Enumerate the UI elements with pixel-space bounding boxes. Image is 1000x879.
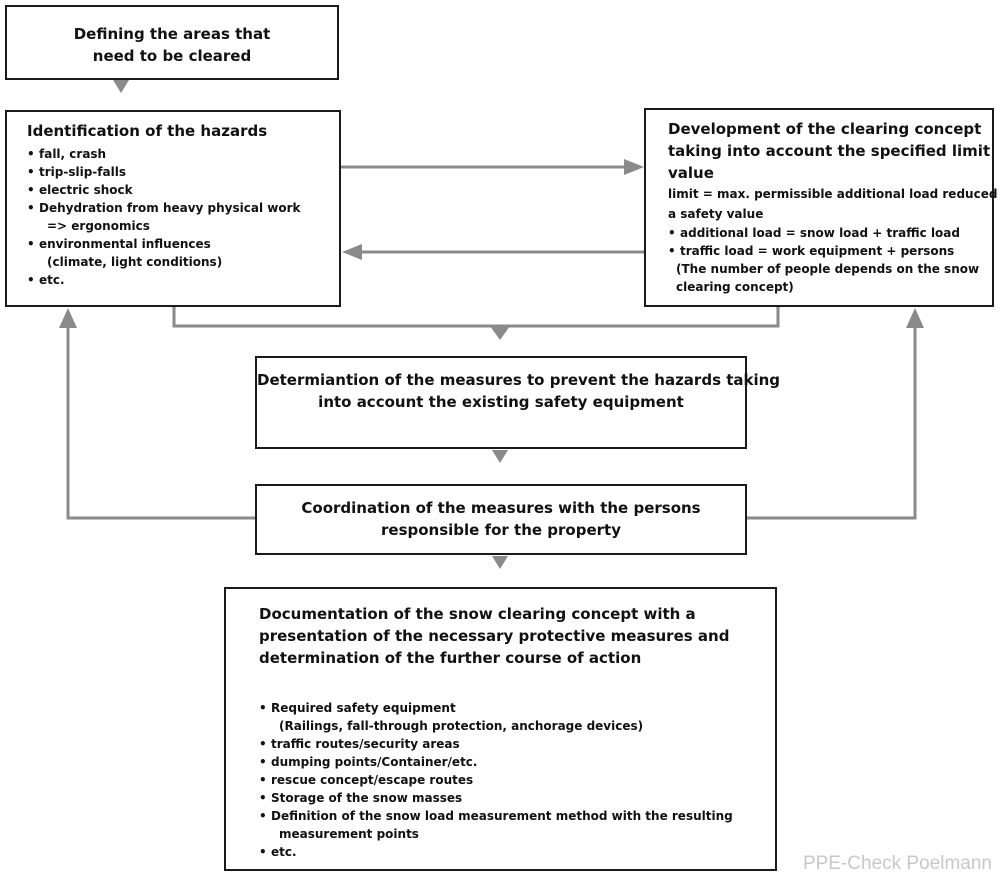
bullet-icon: • [27,147,35,161]
list-item: • Dehydration from heavy physical work [27,199,339,217]
list-item: (The number of people depends on the sno… [668,260,992,278]
bullet-icon: • [27,273,35,287]
list-item-text: rescue concept/escape routes [271,773,474,787]
arrowhead-to-concept [624,159,644,175]
documentation-title-line-3: determination of the further course of a… [259,649,642,667]
list-item-text: etc. [271,845,297,859]
concept-title-line-1: Development of the clearing concept [668,120,982,138]
list-item: • traffic load = work equipment + persons [668,242,992,260]
list-item: • fall, crash [27,145,339,163]
bullet-icon: • [668,244,676,258]
concept-title-line-3: value [668,164,714,182]
list-item-text: (climate, light conditions) [47,255,223,269]
list-item: • rescue concept/escape routes [259,771,775,789]
list-item-text: => ergonomics [47,219,150,233]
list-item-text: dumping points/Container/etc. [271,755,478,769]
list-item-text: environmental influences [39,237,211,251]
list-item: • etc. [259,843,775,861]
list-item: • etc. [27,271,339,289]
list-item: • traffic routes/security areas [259,735,775,753]
watermark: PPE-Check Poelmann [802,853,992,874]
list-item: • Required safety equipment [259,699,775,717]
concept-note-line-2: a safety value [668,207,764,221]
list-item: • environmental influences [27,235,339,253]
measures-line-1: Determiantion of the measures to prevent… [257,371,781,389]
list-item: • electric shock [27,181,339,199]
bullet-icon: • [27,201,35,215]
list-item: • Storage of the snow masses [259,789,775,807]
arrowhead-to-hazards-left [342,244,362,260]
bullet-icon: • [259,755,267,769]
box-determination-measures: Determiantion of the measures to prevent… [255,356,781,449]
bullet-icon: • [259,809,267,823]
list-item: clearing concept) [668,278,992,296]
list-item-text: Required safety equipment [271,701,456,715]
arrowhead-to-coordination [492,450,508,463]
list-item-text: trip-slip-falls [39,165,126,179]
bullet-icon: • [259,773,267,787]
list-item-text: clearing concept) [676,280,794,294]
documentation-list: • Required safety equipment (Railings, fal… [259,699,775,861]
list-item-text: (The number of people depends on the sno… [676,262,980,276]
list-item: • trip-slip-falls [27,163,339,181]
bullet-icon: • [259,845,267,859]
list-item-text: etc. [39,273,65,287]
list-item: (Railings, fall-through protection, anch… [259,717,775,735]
bullet-icon: • [27,183,35,197]
connector-coordination-to-concept [747,328,917,520]
list-item: • additional load = snow load + traffic l… [668,224,992,242]
list-item-text: Storage of the snow masses [271,791,463,805]
connector-merge-to-measures [172,307,780,328]
hazards-title: Identification of the hazards [27,122,268,140]
bullet-icon: • [259,701,267,715]
list-item: measurement points [259,825,775,843]
arrowhead-up-concept [906,308,924,328]
concept-note-line-1: limit = max. permissible additional load… [668,187,1000,201]
bullet-icon: • [259,737,267,751]
bullet-icon: • [668,226,676,240]
define-areas-line-2: need to be cleared [92,47,252,65]
list-item: • Definition of the snow load measurement… [259,807,775,825]
list-item-text: traffic routes/security areas [271,737,460,751]
list-item: • dumping points/Container/etc. [259,753,775,771]
arrowhead-up-hazards [59,308,77,328]
coordination-line-1: Coordination of the measures with the pe… [301,499,701,517]
arrowhead-to-measures [490,326,510,340]
list-item: (climate, light conditions) [27,253,339,271]
list-item-text: traffic load = work equipment + persons [680,244,955,258]
measures-line-2: into account the existing safety equipme… [318,393,684,411]
list-item: => ergonomics [27,217,339,235]
list-item-text: measurement points [279,827,419,841]
arrowhead-to-hazards [113,80,129,93]
list-item-text: Definition of the snow load measurement … [271,809,733,823]
list-item-text: electric shock [39,183,133,197]
concept-list: • additional load = snow load + traffic l… [668,224,992,296]
box-documentation: Documentation of the snow clearing conce… [224,587,777,871]
documentation-title-line-1: Documentation of the snow clearing conce… [259,605,696,623]
box-identification-hazards: Identification of the hazards • fall, cra… [5,110,341,307]
concept-title-line-2: taking into account the specified limit [668,142,991,160]
coordination-line-2: responsible for the property [381,521,621,539]
box-clearing-concept: Development of the clearing concept taki… [644,108,1000,307]
list-item-text: additional load = snow load + traffic lo… [680,226,960,240]
bullet-icon: • [259,791,267,805]
list-item-text: (Railings, fall-through protection, anch… [279,719,644,733]
define-areas-line-1: Defining the areas that [73,25,271,43]
connector-coordination-to-hazards [66,328,255,520]
list-item-text: fall, crash [39,147,107,161]
bullet-icon: • [27,165,35,179]
arrowhead-to-documentation [492,556,508,569]
list-item-text: Dehydration from heavy physical work [39,201,301,215]
hazards-list: • fall, crash • trip-slip-falls • electric sh… [27,145,339,289]
box-coordination: Coordination of the measures with the pe… [255,484,747,555]
box-define-areas: Defining the areas that need to be clear… [5,5,339,80]
documentation-title-line-2: presentation of the necessary protective… [259,627,730,645]
bullet-icon: • [27,237,35,251]
